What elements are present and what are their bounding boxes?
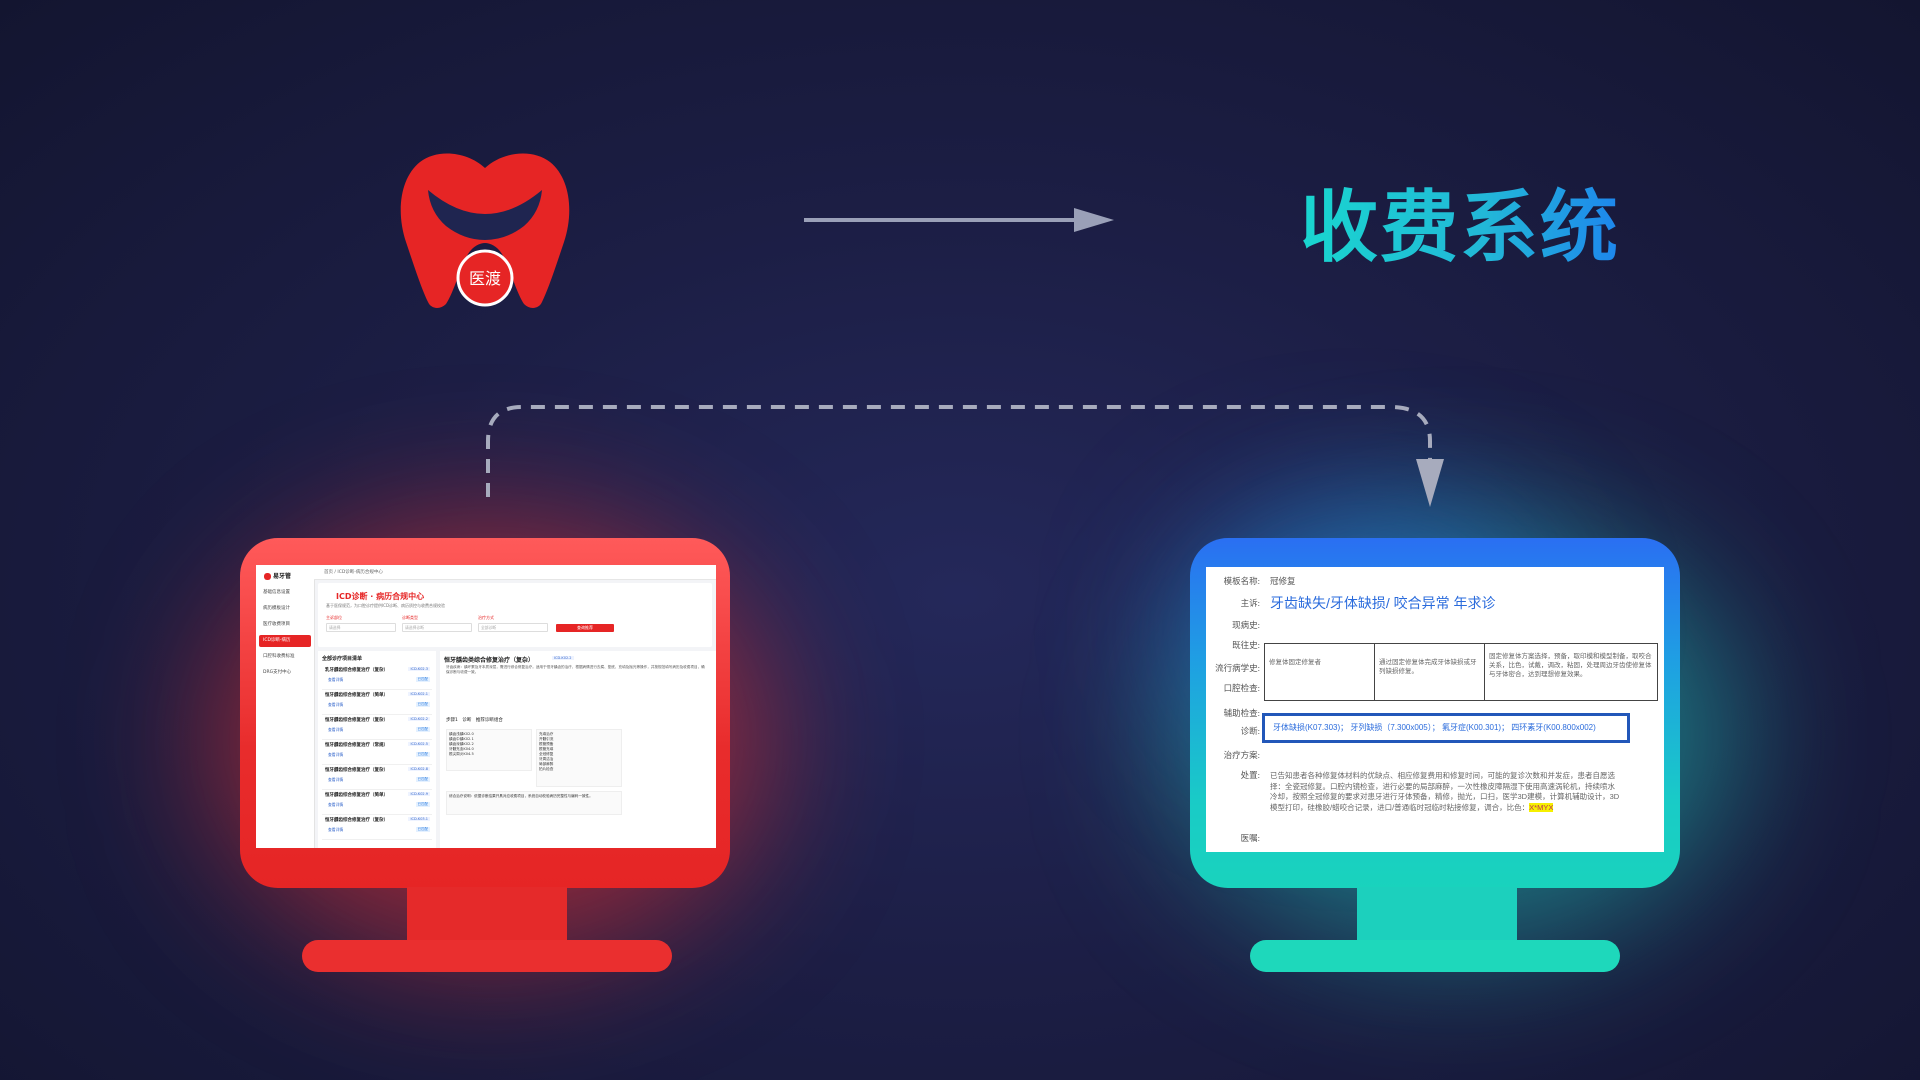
- page-header: ICD诊断 · 病历合规中心 基于医保规范，为口腔诊疗提供ICD诊断、病历质控与…: [318, 583, 712, 647]
- brand-icon: [264, 573, 271, 580]
- dental-app-screen: 易牙管 基础信息设置 病历模板设计 医疗收费项目 ICD诊断-病历 口腔科收费标…: [256, 565, 716, 848]
- field-label: 现病史:: [1232, 620, 1260, 630]
- filter-field[interactable]: 治疗方式 全部诊断: [478, 615, 548, 632]
- page-subtitle: 基于医保规范，为口腔诊疗提供ICD诊断、病历质控与收费合规校验: [326, 603, 446, 608]
- monitor-base: [302, 940, 672, 972]
- diagnosis-highlight-box[interactable]: 牙体缺损(K07.303)； 牙列缺损（7.300x005）； 氟牙症(K00.…: [1262, 713, 1630, 743]
- chief-complaint: 牙齿缺失/牙体缺损/ 咬合异常 年求诊: [1270, 595, 1496, 611]
- field-label: 口腔检查:: [1223, 683, 1260, 693]
- monitor-stand: [1357, 887, 1517, 945]
- monitor-base: [1250, 940, 1620, 972]
- table-cell: 固定修复体方案选择，预备，取印模和模型制备，取咬合关系，比色，试戴，调改，粘固，…: [1489, 653, 1652, 678]
- table-cell: 通过固定修复体完成牙体缺损或牙列缺损修复。: [1375, 644, 1485, 700]
- sidebar-item[interactable]: 病历模板设计: [263, 606, 290, 611]
- field-label: 治疗方案:: [1223, 750, 1260, 760]
- sidebar-item-active[interactable]: ICD诊断-病历: [259, 635, 311, 647]
- detail-description: 牙齿疾病：龋坏累及牙本质深层，需进行综合修复治疗。适用于恒牙龋齿的治疗，根据病情…: [446, 665, 705, 674]
- note-box: 综合治疗说明：依据诊断结果开具对应收费项目，系统自动校验病历完整性与编码一致性。: [446, 791, 622, 815]
- exam-table: 修复体固定修复者 通过固定修复体完成牙体缺损或牙列缺损修复。 固定修复体方案选择…: [1264, 643, 1658, 701]
- monitor-stand: [407, 887, 567, 945]
- flow-arrow-icon: [804, 208, 1114, 232]
- highlighted-shade: X*MYX: [1529, 802, 1554, 812]
- page-title: ICD诊断 · 病历合规中心: [336, 592, 425, 601]
- treatment-box: 充填治疗开髓引流根管预备根管充填全冠修复牙周洁治局部麻醉拍片检查: [536, 729, 622, 787]
- treatment-text: 已告知患者各种修复体材料的优缺点、相应修复费用和修复时间，可能的复诊次数和并发症…: [1270, 771, 1620, 812]
- medical-record-screen: 模板名称: 冠修复 主诉: 牙齿缺失/牙体缺损/ 咬合异常 年求诊 现病史: 既…: [1206, 567, 1664, 852]
- seal-text: 医渡: [469, 269, 501, 288]
- system-title: 收费系统: [1300, 178, 1640, 278]
- sidebar-item[interactable]: 口腔科收费标准: [263, 654, 295, 659]
- field-label: 既往史:: [1232, 640, 1260, 650]
- filter-field[interactable]: 主诉部位 请选择: [326, 615, 396, 632]
- brand: 易牙管: [264, 571, 291, 580]
- sidebar-item[interactable]: DRG支付中心: [263, 670, 292, 675]
- detail-code-tag: ICD-K02.2: [552, 656, 574, 660]
- sidebar: 易牙管 基础信息设置 病历模板设计 医疗收费项目 ICD诊断-病历 口腔科收费标…: [256, 565, 315, 848]
- field-label: 主诉:: [1240, 598, 1260, 608]
- sidebar-item[interactable]: 医疗收费项目: [263, 622, 290, 627]
- filter-field[interactable]: 诊断类型 请选择诊断: [402, 615, 472, 632]
- top-bar: 首页 / ICD诊断-病历合规中心: [314, 565, 716, 580]
- tooth-logo-icon: 医渡: [400, 153, 570, 308]
- detail-panel: 恒牙龋齿类综合修复治疗（复杂） ICD-K02.2 牙齿疾病：龋坏累及牙本质深层…: [440, 651, 716, 848]
- dashed-connector-arrow-icon: [486, 405, 1444, 507]
- field-label: 处置:: [1240, 770, 1260, 780]
- template-value: 冠修复: [1270, 576, 1296, 586]
- search-button[interactable]: 查询推荐: [556, 624, 614, 632]
- field-label: 辅助检查:: [1223, 708, 1260, 718]
- table-cell: 修复体固定修复者: [1265, 644, 1375, 700]
- field-label: 诊断:: [1240, 726, 1260, 736]
- step-header: 步骤1 诊断 推荐诊断组合: [446, 718, 503, 723]
- breadcrumb: 首页 / ICD诊断-病历合规中心: [324, 570, 383, 575]
- detail-title: 恒牙龋齿类综合修复治疗（复杂）: [444, 657, 535, 664]
- sidebar-item[interactable]: 基础信息设置: [263, 590, 290, 595]
- template-label: 模板名称:: [1223, 576, 1260, 586]
- list-title: 全部诊疗项目清单: [322, 656, 363, 662]
- field-label: 医嘱:: [1240, 833, 1260, 843]
- field-label: 流行病学史:: [1215, 663, 1260, 673]
